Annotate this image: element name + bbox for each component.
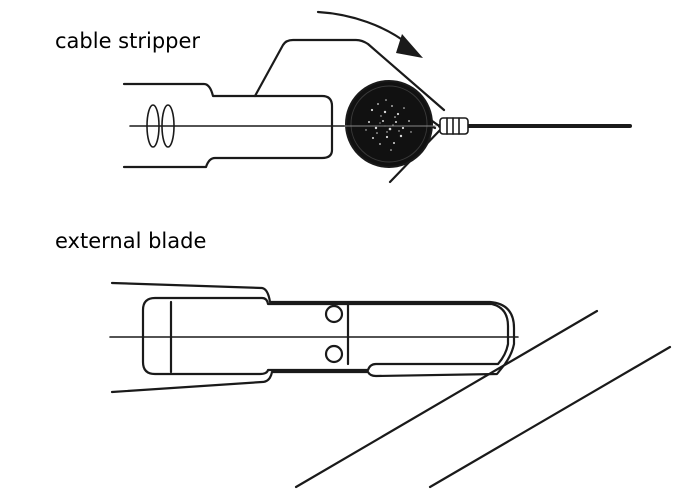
cable-edge-lower [428,345,672,489]
knurled-roller [344,80,437,168]
spring-arm [253,38,446,112]
curved-arrow-icon [316,10,423,58]
cable-stripper-figure [122,10,632,184]
blade-outer-body [110,281,516,394]
external-blade-label: external blade [55,229,207,253]
cable-edge-upper [294,309,599,489]
cable-stripper-label: cable stripper [55,29,201,53]
blade-screw [324,344,344,364]
external-blade-figure [109,281,672,489]
blade-inner-body [141,296,510,376]
knurl-texture [365,99,412,151]
blade-screw [324,304,344,324]
cable-clamp [439,117,469,135]
